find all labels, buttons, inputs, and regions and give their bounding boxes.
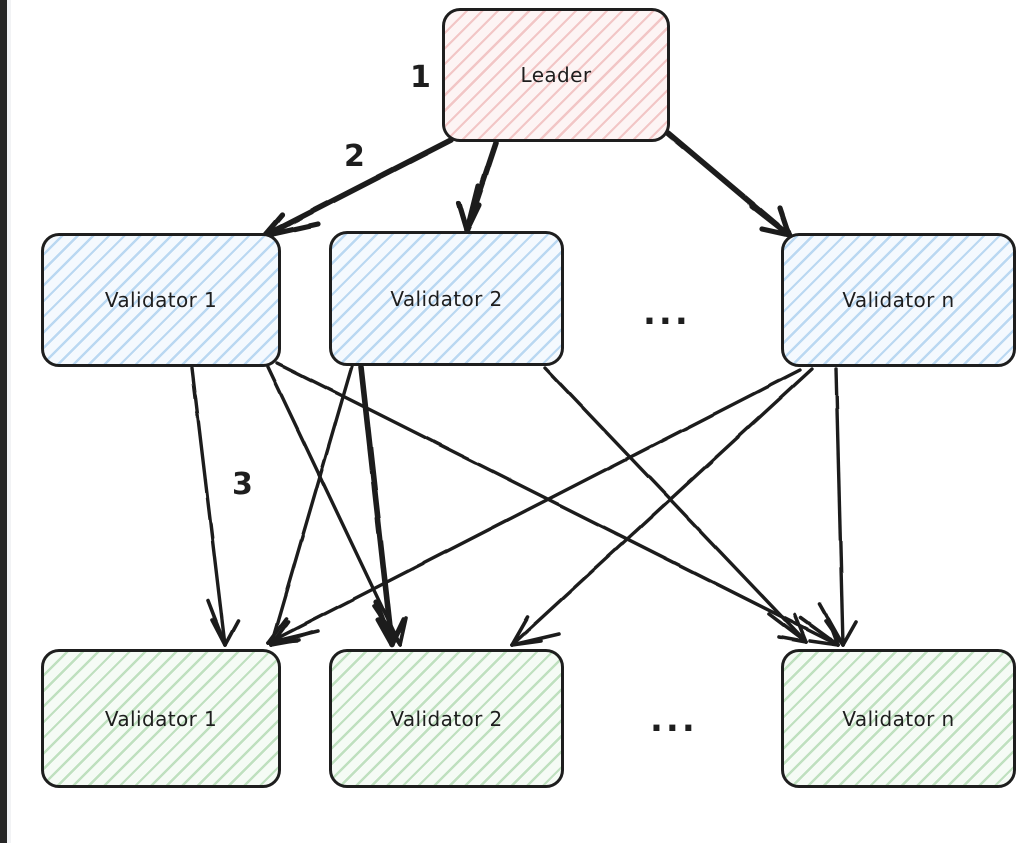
node-leader[interactable]: Leader	[442, 8, 670, 142]
node-top-validator-n[interactable]: Validator n	[781, 233, 1016, 367]
node-bottom-validator-1[interactable]: Validator 1	[41, 649, 281, 788]
edge-leader-to-top-validator-n	[665, 130, 792, 238]
edge-top-validator-n-to-bottom-validator-2	[510, 367, 814, 647]
edge-top-validator-2-to-bottom-validator-1	[269, 364, 354, 647]
left-border-inner-strip	[7, 0, 11, 843]
ellipsis-top-row: ...	[643, 293, 691, 333]
left-border-strip	[0, 0, 7, 843]
node-bottom-validator-2[interactable]: Validator 2	[329, 649, 564, 788]
node-bottom-validator-1-label: Validator 1	[104, 706, 218, 731]
step-label-1: 1	[410, 60, 431, 95]
step-label-3: 3	[232, 467, 253, 502]
edge-top-validator-2-to-bottom-validator-2	[358, 364, 407, 648]
node-top-validator-n-label: Validator n	[842, 288, 955, 312]
node-top-validator-1-label: Validator 1	[104, 288, 218, 312]
node-top-validator-2[interactable]: Validator 2	[329, 231, 564, 366]
edge-top-validator-1-to-bottom-validator-1	[190, 366, 240, 647]
edge-top-validator-n-to-bottom-validator-1	[266, 368, 802, 645]
node-leader-label: Leader	[520, 63, 592, 87]
node-top-validator-2-label: Validator 2	[390, 286, 503, 311]
edge-leader-to-top-validator-2	[456, 140, 499, 233]
node-top-validator-1[interactable]: Validator 1	[41, 233, 281, 367]
ellipsis-bottom-row: ...	[650, 700, 698, 740]
node-bottom-validator-2-label: Validator 2	[390, 706, 503, 731]
node-bottom-validator-n-label: Validator n	[842, 706, 955, 731]
step-label-2: 2	[344, 139, 365, 174]
edge-top-validator-n-to-bottom-validator-n	[818, 367, 858, 647]
node-bottom-validator-n[interactable]: Validator n	[781, 649, 1016, 788]
edge-top-validator-2-to-bottom-validator-n	[543, 366, 808, 644]
edge-leader-to-top-validator-1	[261, 137, 454, 239]
